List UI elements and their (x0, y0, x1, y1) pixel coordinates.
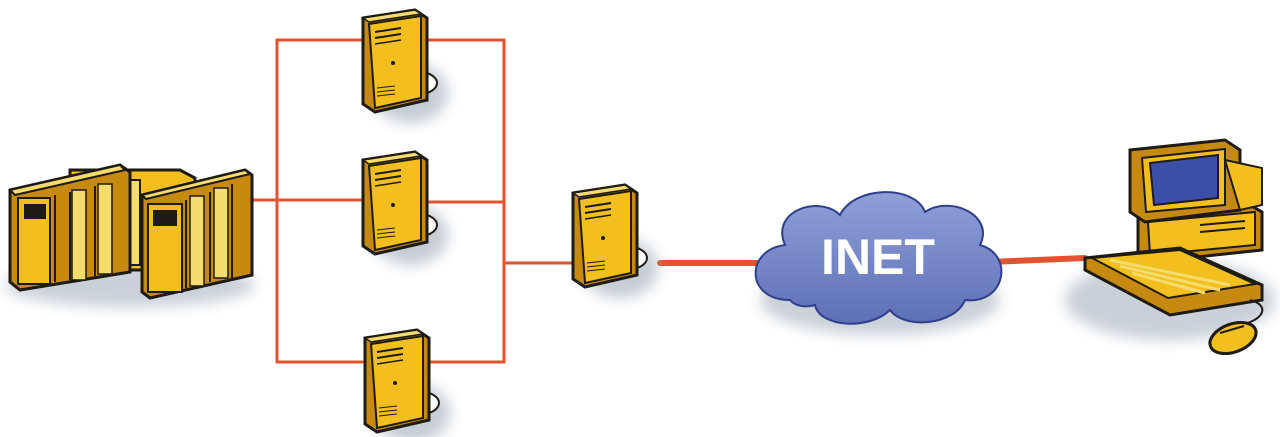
cloud-icon: INET (754, 191, 1003, 335)
tower-server-icon (365, 330, 450, 437)
mainframe-icon (5, 163, 255, 307)
tower-server-icon (360, 8, 448, 123)
link-cloud-client (987, 255, 1088, 265)
tower-server-icon (363, 152, 448, 265)
cloud-label: INET (821, 229, 935, 285)
desktop-computer-icon (1065, 138, 1275, 356)
tower-server-icon (573, 185, 658, 298)
network-links (238, 38, 1088, 364)
